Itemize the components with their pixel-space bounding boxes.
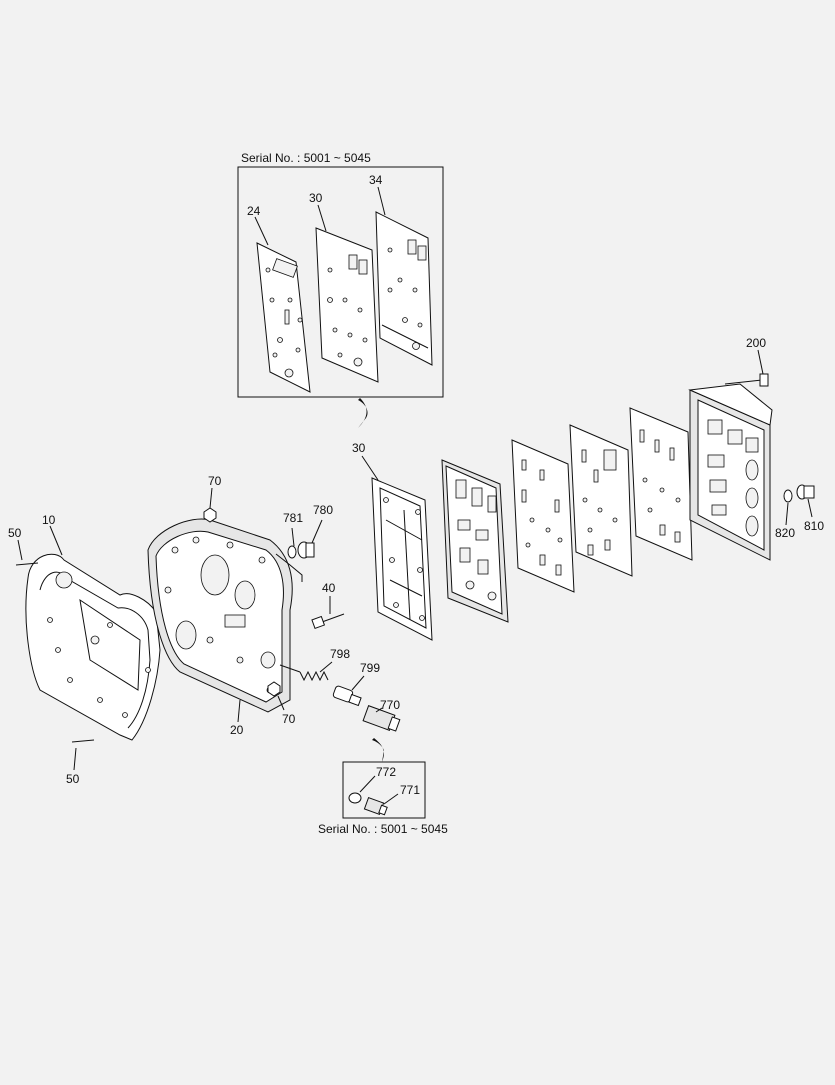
- piston-799: [332, 685, 362, 707]
- separator-plate-1: [511, 439, 575, 593]
- valve-body-plate: [441, 459, 509, 623]
- callout-30-inset: 30: [309, 191, 323, 205]
- callout-24: 24: [247, 204, 261, 218]
- callout-40: 40: [322, 581, 336, 595]
- callout-34: 34: [369, 173, 383, 187]
- bottom-inset-frame: [342, 761, 426, 819]
- callout-20: 20: [230, 723, 244, 737]
- callout-50-top: 50: [8, 526, 22, 540]
- nut-70-bottom: [267, 681, 281, 697]
- plug-771: [363, 796, 388, 816]
- pointer-arrow-bottom: [372, 738, 384, 762]
- callout-780: 780: [313, 503, 333, 517]
- separator-plate-2: [569, 424, 633, 577]
- stud-50-top: [15, 562, 39, 566]
- top-inset-frame: [237, 166, 444, 398]
- upper-valve-body: [688, 383, 773, 561]
- callout-772: 772: [376, 765, 396, 779]
- callout-771: 771: [400, 783, 420, 797]
- stud-50-bottom: [71, 739, 95, 743]
- gasket-30-inset: [315, 227, 379, 383]
- callout-10: 10: [42, 513, 56, 527]
- callout-810: 810: [804, 519, 824, 533]
- gasket-30: [371, 477, 433, 641]
- plug-780: [297, 541, 315, 559]
- callout-30: 30: [352, 441, 366, 455]
- top-inset: Serial No. : 5001 ~ 5045: [237, 151, 444, 398]
- separator-plate-3: [629, 407, 693, 561]
- gasket-24: [256, 242, 311, 393]
- sensor-770: [362, 705, 401, 732]
- plug-810: [796, 484, 815, 500]
- callout-770: 770: [380, 698, 400, 712]
- callout-50-bottom: 50: [66, 772, 80, 786]
- gasket-34: [375, 211, 433, 366]
- callout-820: 820: [775, 526, 795, 540]
- bolt-40: [311, 613, 345, 630]
- callout-70-bottom: 70: [282, 712, 296, 726]
- serial-label-bottom: Serial No. : 5001 ~ 5045: [318, 822, 448, 836]
- callout-70-top: 70: [208, 474, 222, 488]
- callout-799: 799: [360, 661, 380, 675]
- oring-781: [287, 545, 297, 559]
- washer-820: [783, 489, 793, 503]
- oring-772: [348, 792, 362, 804]
- spring-798: [279, 664, 329, 682]
- serial-label-top: Serial No. : 5001 ~ 5045: [241, 151, 371, 165]
- bottom-inset: 772 771 Serial No. : 5001 ~ 5045: [318, 761, 448, 836]
- housing-20: [147, 518, 293, 713]
- gasket-10: [25, 553, 161, 741]
- callout-781: 781: [283, 511, 303, 525]
- callout-200: 200: [746, 336, 766, 350]
- callout-798: 798: [330, 647, 350, 661]
- pointer-arrow-top: [358, 398, 368, 428]
- bolt-200: [724, 373, 769, 387]
